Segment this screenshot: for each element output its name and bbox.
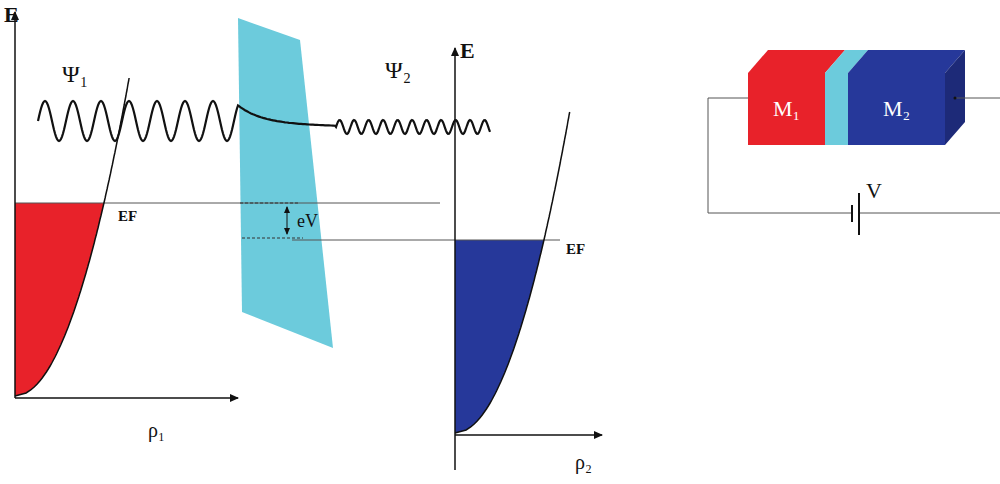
barrier-layer	[825, 73, 848, 145]
energy-axis	[454, 48, 456, 470]
bias-label: eV	[297, 212, 318, 230]
battery-long-plate	[858, 193, 860, 235]
wire	[955, 98, 1000, 99]
filled-states-left	[15, 203, 104, 396]
wavefunction-label: Ψ₁	[62, 62, 88, 86]
fermi-level-left	[15, 203, 440, 204]
fermi-level-label: EF	[566, 242, 585, 257]
axis-label: ρ₁	[148, 420, 165, 440]
wavefunction-label: Ψ₂	[385, 58, 411, 82]
dos-axis	[15, 397, 238, 399]
terminal	[954, 97, 957, 100]
axis-label: E	[4, 4, 19, 26]
ev-arrow	[287, 207, 288, 234]
electrode-label: M₁	[773, 96, 800, 122]
dos-curve	[15, 78, 129, 396]
voltage-label: V	[866, 180, 882, 202]
fermi-level-right	[292, 240, 560, 241]
dashed-line	[242, 238, 303, 239]
filled-states-right	[455, 240, 544, 433]
m2-top	[848, 50, 965, 73]
energy-axis	[14, 12, 16, 398]
axis-label: ρ₂	[575, 452, 592, 472]
tunnel-barrier	[238, 18, 333, 348]
dos-curve	[455, 112, 570, 433]
fermi-level-label: EF	[118, 209, 137, 224]
battery-short-plate	[851, 205, 853, 222]
wire	[859, 213, 1000, 214]
metal-electrode: M₁	[748, 73, 825, 145]
dos-axis	[455, 434, 602, 436]
wavefunction	[38, 101, 490, 141]
electrode-label: M₂	[883, 96, 910, 122]
metal-electrode: M₂	[848, 73, 945, 145]
dashed-line	[240, 203, 300, 204]
axis-label: E	[460, 40, 475, 62]
